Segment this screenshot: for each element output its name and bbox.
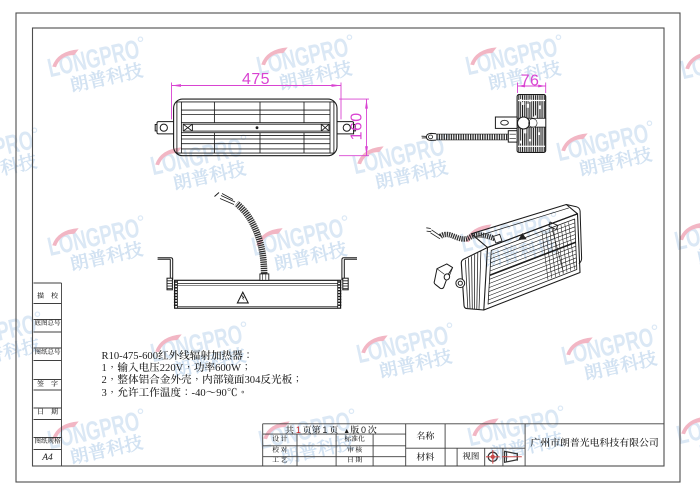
svg-text:160: 160	[349, 112, 366, 140]
svg-text:475: 475	[242, 71, 270, 88]
svg-text:76: 76	[521, 73, 540, 90]
